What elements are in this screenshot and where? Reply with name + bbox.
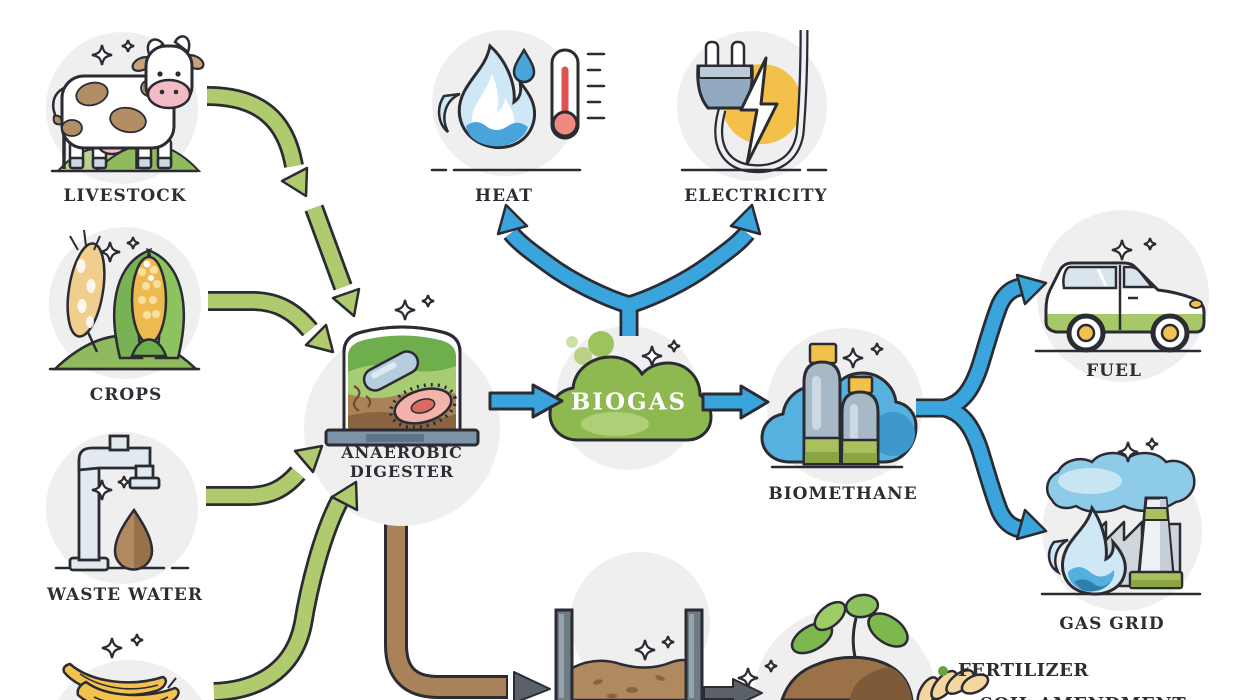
waste-water-icon (46, 432, 198, 584)
arrow-livestock-to-digester (206, 86, 361, 318)
seedling-leaf (844, 593, 880, 619)
label-electricity: ELECTRICITY (684, 186, 828, 206)
chimney (1128, 496, 1184, 590)
car (1044, 261, 1206, 353)
power-cable (714, 29, 809, 174)
corn-cob (113, 247, 185, 360)
fertilizer-plant-icon (736, 593, 990, 700)
gas-flame (1047, 504, 1127, 596)
seedling-leaf (867, 612, 909, 648)
cow-head (131, 35, 205, 110)
legend-item-fertilizer: FERTILIZER (938, 660, 1089, 681)
label-gas-grid: GAS GRID (1059, 614, 1165, 634)
microbe-bacteria (389, 382, 457, 430)
arrow-biomethane-to-fuel-gasgrid (916, 273, 1048, 541)
legend-item-label: SOIL AMENDMENT (980, 694, 1186, 700)
label-anaerobic-digester: ANAEROBIC DIGESTER (341, 443, 463, 481)
power-plug (696, 40, 754, 110)
food-waste-icon (57, 632, 203, 700)
label-fuel: FUEL (1086, 361, 1142, 381)
faucet (68, 434, 161, 572)
wheat-hand (916, 669, 990, 700)
legend-bullet-icon (938, 665, 948, 676)
electricity-icon (677, 29, 828, 181)
label-biogas: BIOGAS (570, 388, 688, 416)
banana-peel (62, 662, 180, 700)
label-anaerobic-digester-line1: ANAEROBIC (341, 443, 463, 462)
arrow-container-to-plant (703, 678, 763, 700)
gas-cylinder-left (802, 342, 842, 466)
seedling-leaf (813, 600, 847, 632)
legend-item-label: FERTILIZER (958, 660, 1089, 681)
arrow-food-waste-to-digester (213, 480, 359, 700)
arrow-waste-water-to-digester (206, 444, 324, 506)
biogas-icon (548, 326, 713, 470)
label-waste-water: WASTE WATER (47, 585, 203, 605)
fuel-icon (1034, 210, 1209, 382)
label-livestock: LIVESTOCK (63, 186, 187, 206)
anaerobic-digester-icon (304, 293, 500, 526)
gas-cylinder-right (840, 375, 880, 466)
digestate-container-icon (554, 552, 710, 700)
gas-grid-icon (1040, 436, 1202, 611)
waste-drop (113, 507, 154, 571)
label-heat: HEAT (475, 186, 533, 206)
wheat-stalk (66, 229, 106, 353)
biomethane-icon (760, 328, 923, 484)
thermometer (550, 48, 606, 140)
arrow-crops-to-digester (208, 291, 335, 354)
lightning-bolt (739, 56, 779, 166)
arrow-digester-to-biogas (488, 383, 564, 419)
microbe-capsule (362, 350, 420, 392)
arrow-biogas-to-heat-electricity (496, 203, 762, 336)
heat-droplet (512, 47, 536, 84)
legend-item-partial: SOIL AMENDMENT (960, 694, 1186, 700)
arrow-biogas-to-biomethane (701, 384, 770, 420)
label-biomethane: BIOMETHANE (768, 484, 918, 504)
arrow-pipe-to-container (513, 671, 551, 700)
label-crops: CROPS (89, 385, 163, 405)
label-anaerobic-digester-line2: DIGESTER (349, 462, 455, 481)
digestate-pipe (384, 470, 508, 699)
livestock-icon (46, 32, 205, 184)
heat-icon (430, 30, 606, 176)
crops-icon (48, 227, 201, 379)
